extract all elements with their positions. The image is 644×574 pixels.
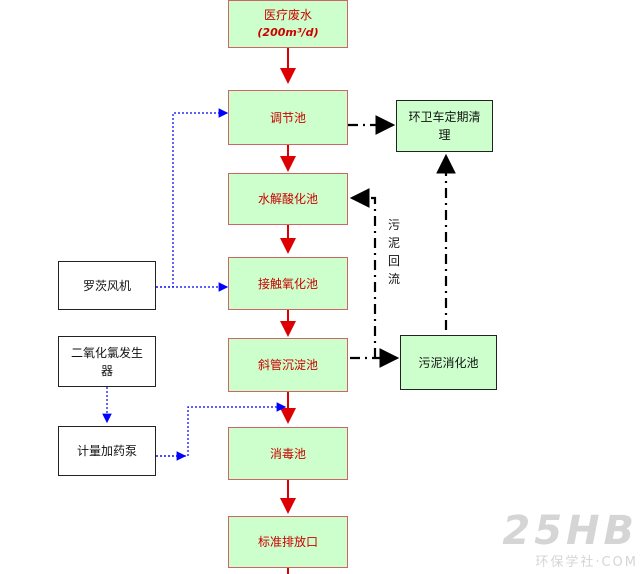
watermark-subtext: 环保学社·COM (535, 555, 638, 570)
metering-pump-label: 计量加药泵 (76, 444, 137, 458)
sanitation-truck-label: 环卫车定期清理 (408, 110, 481, 142)
metering-pump-box: 计量加药泵 (58, 426, 156, 476)
inclined-tube-sedimentation-tank: 斜管沉淀池 (228, 338, 348, 392)
influent-title: 医疗废水 (263, 8, 312, 22)
watermark-logo-text: 25HB (502, 508, 638, 554)
sludge-return-label: 污泥回流 (387, 218, 400, 286)
regulating-tank: 调节池 (228, 90, 348, 145)
air-dosing-lines (102, 108, 287, 461)
disinfection-tank-label: 消毒池 (269, 446, 306, 461)
chlorine-dioxide-generator-label: 二氧化氯发生器 (70, 345, 143, 378)
influent-flow-value: 200m³/d (262, 26, 314, 39)
standard-outlet: 标准排放口 (228, 516, 348, 568)
chlorine-dioxide-generator-box: 二氧化氯发生器 (58, 336, 156, 387)
roots-blower-box: 罗茨风机 (58, 261, 156, 310)
sludge-return-line (349, 188, 377, 358)
hydrolysis-acidification-tank: 水解酸化池 (228, 173, 348, 225)
sludge-lines (348, 115, 456, 368)
standard-outlet-label: 标准排放口 (257, 535, 318, 549)
influent-box: 医疗废水 (200m³/d) (228, 0, 348, 48)
disinfection-tank: 消毒池 (228, 427, 348, 480)
influent-flow-rate: (200m³/d) (257, 26, 319, 39)
sludge-digestion-tank-label: 污泥消化池 (418, 355, 479, 370)
sludge-digestion-tank-box: 污泥消化池 (400, 335, 497, 390)
hydrolysis-tank-label: 水解酸化池 (257, 192, 318, 206)
sedimentation-tank-label: 斜管沉淀池 (257, 358, 318, 372)
contact-oxidation-tank: 接触氧化池 (228, 257, 348, 310)
site-watermark: 25HB 环保学社·COM (502, 511, 638, 570)
sanitation-truck-box: 环卫车定期清理 (396, 100, 493, 152)
contact-oxidation-tank-label: 接触氧化池 (257, 276, 318, 291)
regulating-tank-label: 调节池 (269, 110, 306, 125)
air-line-to-regulating (156, 108, 229, 288)
roots-blower-label: 罗茨风机 (82, 278, 131, 293)
